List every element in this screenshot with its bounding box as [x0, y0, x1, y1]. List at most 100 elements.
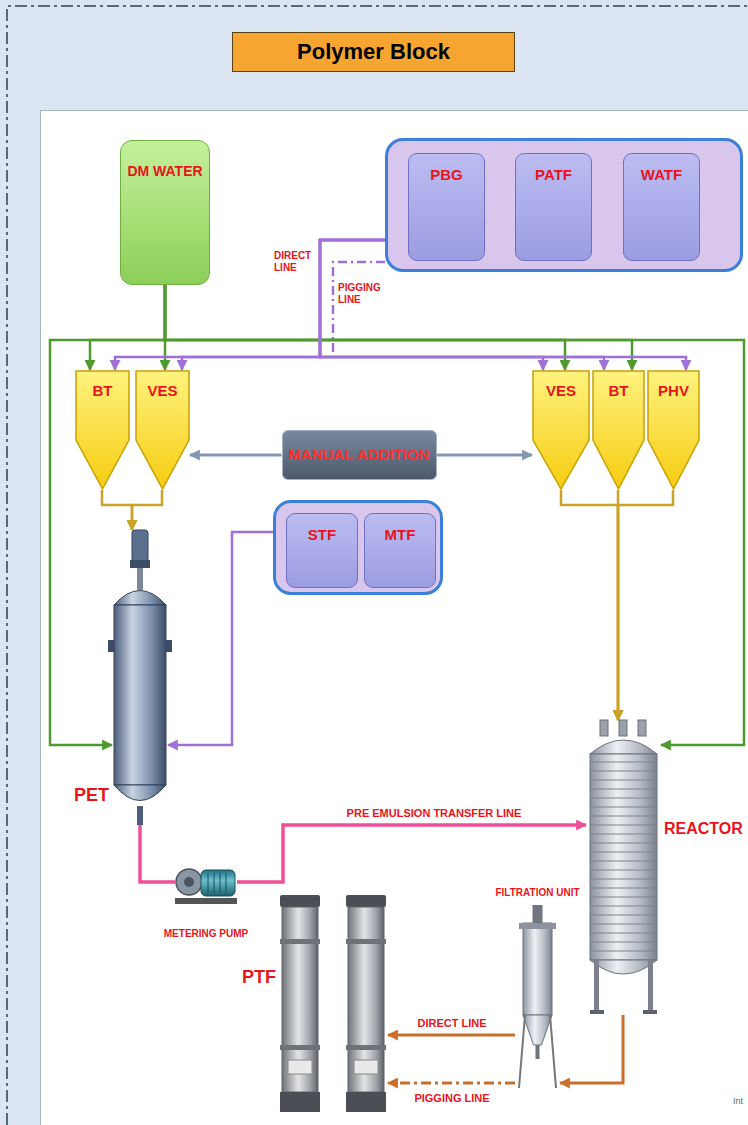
- feed-group-box: STFMTF: [273, 500, 443, 595]
- name-plate: [354, 1060, 378, 1074]
- label-anchor: Int: [733, 1096, 743, 1106]
- reactor-top: [590, 740, 657, 754]
- node-label: PHV: [658, 382, 689, 399]
- pump-head: [176, 869, 202, 895]
- node-label: MANUAL ADDITION: [289, 446, 430, 463]
- column-body: [348, 907, 384, 1092]
- coil-ring: [590, 815, 657, 816]
- flow-line: [618, 490, 673, 720]
- filter-body: [523, 923, 552, 1015]
- coil-ring: [590, 896, 657, 897]
- metering-pump: METERING PUMP: [175, 860, 237, 905]
- column-band: [280, 939, 320, 944]
- leg-foot: [643, 1010, 657, 1014]
- coil-ring: [590, 932, 657, 933]
- column-base: [346, 1092, 386, 1112]
- flow-line: [561, 490, 618, 720]
- filtration-unit: FILTRATION UNIT: [515, 905, 560, 1090]
- node-label: WATF: [641, 166, 682, 183]
- flow-line: [437, 454, 533, 457]
- coil-ring: [590, 797, 657, 798]
- node-label: PET: [74, 785, 109, 806]
- line-label: DIRECT LINE: [274, 250, 316, 273]
- water-source-box: DM WATER: [120, 140, 210, 285]
- node-label: VES: [147, 382, 177, 399]
- flow-line: [190, 454, 282, 457]
- reactor-drawing: [586, 720, 661, 1015]
- pump-base: [175, 898, 237, 904]
- column-drawing: [280, 895, 388, 1112]
- name-plate: [288, 1060, 312, 1074]
- charging-tank: PHV: [647, 370, 700, 490]
- coil-ring: [590, 923, 657, 924]
- coil-ring: [590, 950, 657, 951]
- diagram-title: Polymer Block: [297, 39, 450, 65]
- reactor-body: [590, 754, 657, 960]
- title-box: Polymer Block: [232, 32, 515, 72]
- node-label: DM WATER: [127, 163, 202, 179]
- charging-tank: VES: [135, 370, 190, 490]
- pet-drawing: [112, 530, 168, 825]
- coil-ring: [590, 869, 657, 870]
- node-label: PATF: [535, 166, 572, 183]
- vessel-lug: [165, 640, 172, 652]
- motor-flange: [130, 560, 150, 568]
- pump-hub: [184, 877, 194, 887]
- column-body: [282, 907, 318, 1092]
- tank-outline: [76, 371, 129, 489]
- reactor-vessel: REACTOR: [586, 720, 661, 1015]
- leg-foot: [590, 1010, 604, 1014]
- node-label: VES: [546, 382, 576, 399]
- top-nozzle: [600, 720, 608, 736]
- flow-line: [102, 490, 132, 530]
- coil-ring: [590, 905, 657, 906]
- motor-fin: [214, 873, 215, 893]
- coil-ring: [590, 833, 657, 834]
- vessel-lug: [108, 640, 115, 652]
- coil-ring: [590, 878, 657, 879]
- coil-ring: [590, 761, 657, 762]
- watermark: Int: [733, 1096, 743, 1106]
- filter-drawing: [515, 905, 560, 1090]
- flow-line: [182, 240, 385, 370]
- coil-ring: [590, 824, 657, 825]
- label-anchor: DIRECT LINE: [452, 1017, 525, 1029]
- bottom-nozzle: [137, 806, 143, 825]
- flow-line: [132, 490, 162, 530]
- label-anchor: DIRECT LINE: [274, 250, 316, 273]
- pigging-line: [333, 262, 385, 357]
- motor-fin: [208, 873, 209, 893]
- filter-leg: [519, 1015, 525, 1088]
- charging-tank: BT: [75, 370, 130, 490]
- charging-tank: VES: [532, 370, 590, 490]
- reactor-bottom: [590, 960, 657, 974]
- filter-drive: [533, 905, 543, 923]
- filter-cone: [523, 1015, 552, 1045]
- column-band: [280, 1045, 320, 1050]
- storage-tank-box: WATF: [623, 153, 700, 261]
- column-band: [346, 939, 386, 944]
- label-anchor: PIGGING LINE: [452, 1092, 531, 1104]
- flow-line: [168, 532, 273, 745]
- label-anchor: PIGGING LINE: [338, 282, 386, 305]
- manual-addition-box: MANUAL ADDITION: [282, 430, 437, 480]
- tank-outline: [136, 371, 189, 489]
- pump-motor: [201, 870, 235, 896]
- coil-ring: [590, 860, 657, 861]
- agitator-motor: [132, 530, 148, 562]
- node-label: FILTRATION UNIT: [495, 887, 579, 899]
- agitator-shaft: [137, 568, 143, 590]
- coil-ring: [590, 842, 657, 843]
- node-label: PTF: [242, 967, 276, 988]
- product-tank: PTF: [280, 895, 388, 1112]
- coil-ring: [590, 770, 657, 771]
- flow-line: [140, 825, 175, 882]
- tank-outline: [593, 371, 644, 489]
- flow-line: [388, 1034, 515, 1037]
- top-nozzle: [619, 720, 627, 736]
- coil-ring: [590, 914, 657, 915]
- filter-leg: [550, 1015, 556, 1088]
- charging-tank: BT: [592, 370, 645, 490]
- storage-tank-box: PBG: [408, 153, 485, 261]
- motor-fin: [226, 873, 227, 893]
